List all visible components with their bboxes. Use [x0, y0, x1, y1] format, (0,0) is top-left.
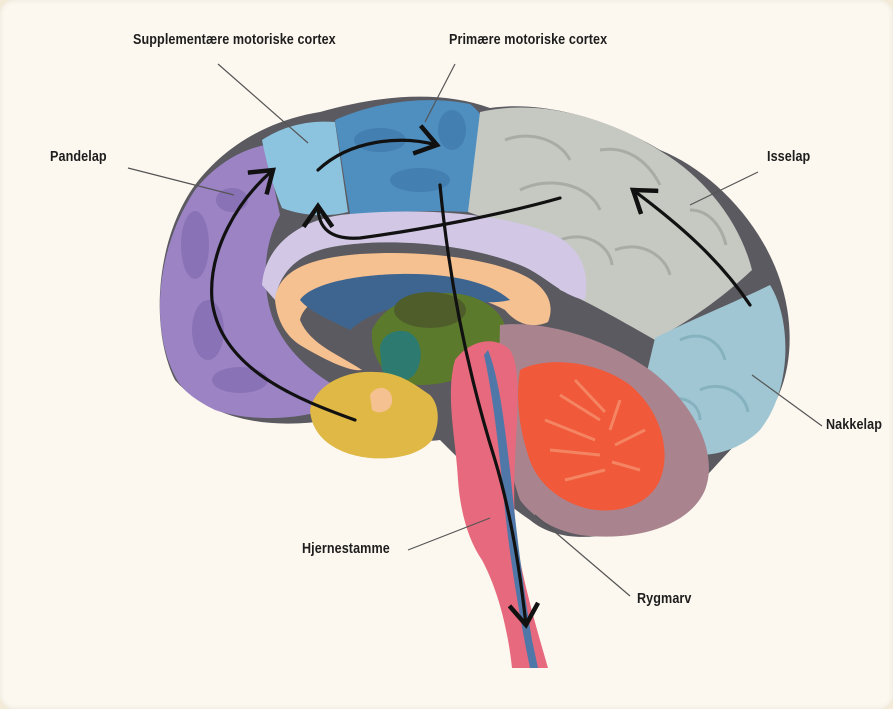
- label-brainstem: Hjernestamme: [302, 540, 390, 557]
- label-occipital-lobe: Nakkelap: [826, 416, 882, 433]
- primary-motor-region: [335, 100, 486, 214]
- label-supplementary-motor-cortex: Supplementære motoriske cortex: [133, 31, 336, 48]
- label-spinal-cord: Rygmarv: [637, 590, 692, 607]
- label-parietal-lobe: Isselap: [767, 148, 810, 165]
- label-frontal-lobe: Pandelap: [50, 148, 107, 165]
- label-primary-motor-cortex: Primære motoriske cortex: [449, 31, 607, 48]
